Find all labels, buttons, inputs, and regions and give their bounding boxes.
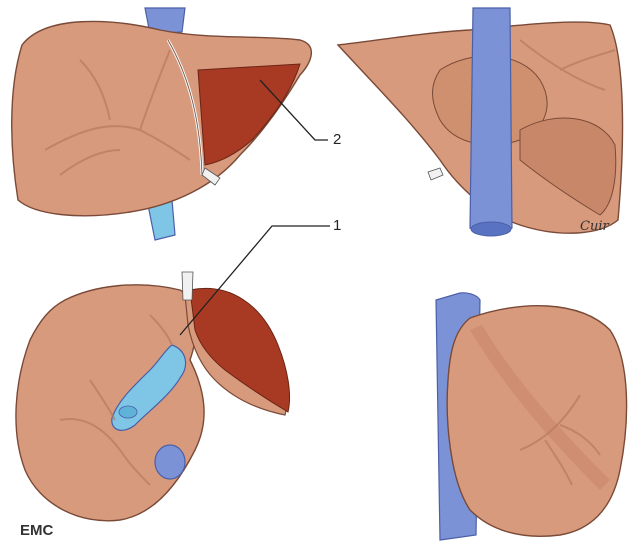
- round-ligament-posterior: [428, 168, 443, 180]
- liver-segment-highlight: [198, 64, 300, 165]
- callout-1-label: 1: [333, 217, 341, 234]
- portal-vein-lumen: [119, 406, 137, 418]
- artist-signature: Cuir: [580, 219, 609, 234]
- ivc-vertical: [470, 8, 512, 234]
- liver-posterior-view: Cuir: [338, 8, 623, 236]
- liver-body-inferior: [16, 285, 204, 521]
- ivc-lumen: [471, 222, 511, 236]
- liver-anterior-view: 2: [12, 8, 342, 240]
- ivc-stub: [155, 445, 185, 479]
- callout-2-label: 2: [333, 131, 341, 148]
- liver-lateral-view: [436, 293, 627, 540]
- round-ligament-inferior: [182, 272, 193, 300]
- publisher-logo: EMC: [20, 522, 54, 539]
- liver-inferior-view: 1 EMC: [16, 217, 341, 539]
